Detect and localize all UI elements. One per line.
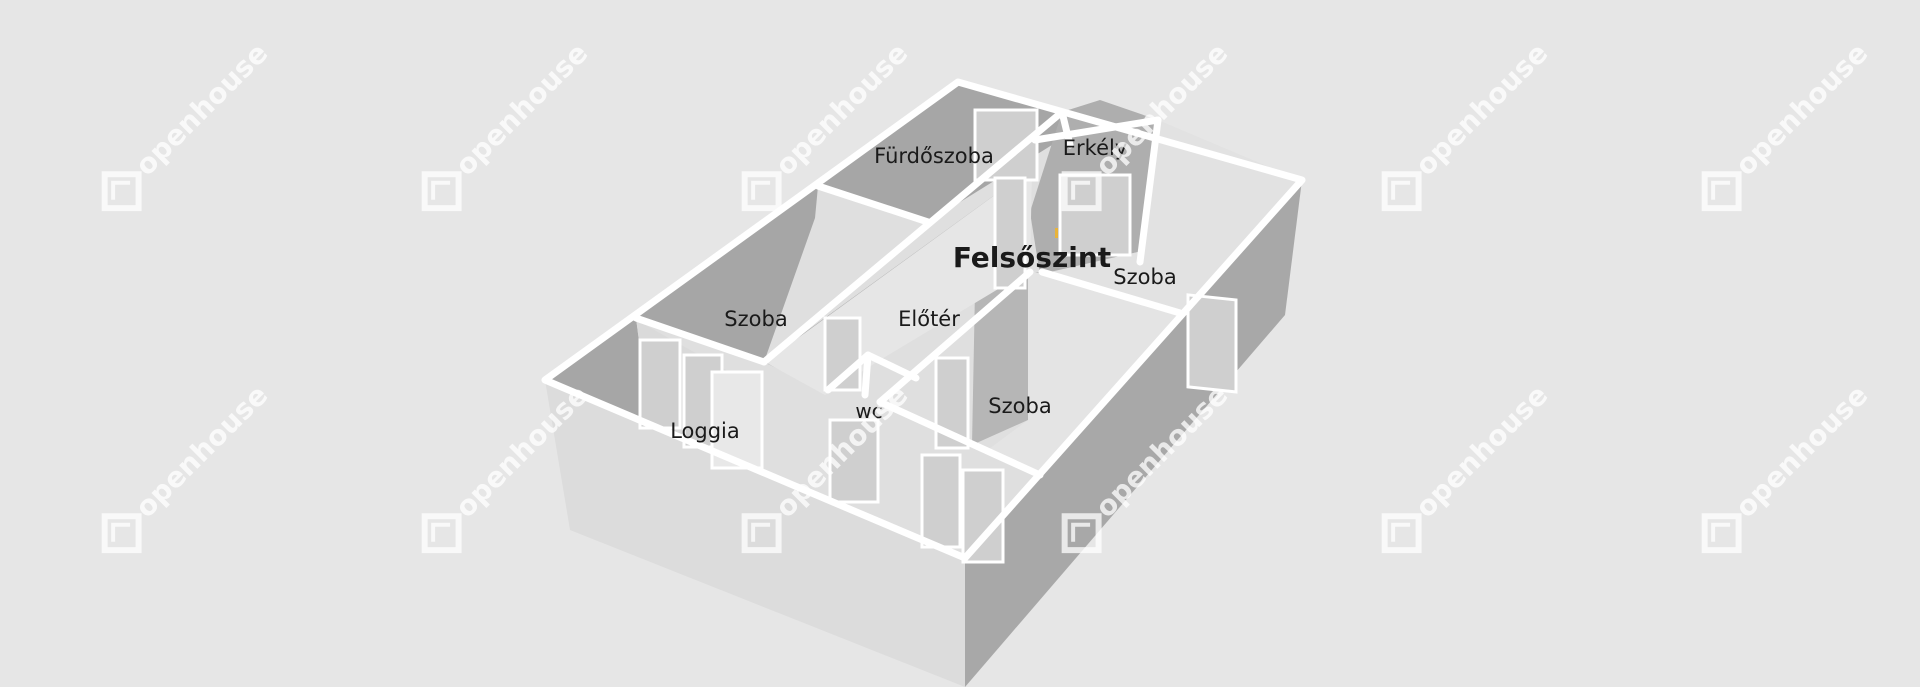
room-label-loggia: Loggia bbox=[670, 419, 740, 443]
room-label-eloter: Előtér bbox=[898, 307, 960, 331]
watermark: openhouse bbox=[408, 36, 595, 225]
wall-face-szoba-bottom bbox=[972, 272, 1042, 445]
room-label-szoba-left: Szoba bbox=[724, 307, 787, 331]
door-front-1 bbox=[920, 453, 962, 549]
door-wc bbox=[828, 418, 880, 504]
wall-face-loggia bbox=[545, 318, 650, 426]
openings bbox=[638, 108, 1238, 564]
watermark: openhouse bbox=[1688, 378, 1875, 567]
watermark-text: openhouse bbox=[1409, 36, 1555, 182]
floor-szoba-right bbox=[1050, 120, 1300, 313]
room-label-wc: wc bbox=[855, 399, 882, 423]
watermark-text: openhouse bbox=[449, 36, 595, 182]
watermark: openhouse bbox=[1368, 36, 1555, 225]
room-label-erkely: Erkély bbox=[1063, 136, 1128, 160]
room-label-szoba-right: Szoba bbox=[1113, 265, 1176, 289]
room-label-furdoszoba: Fürdőszoba bbox=[874, 144, 994, 168]
wall-face-szoba-left bbox=[636, 186, 818, 362]
watermark: openhouse bbox=[1368, 378, 1555, 567]
watermark-text: openhouse bbox=[129, 378, 275, 524]
room-label-szoba-bottom: Szoba bbox=[988, 394, 1051, 418]
watermark: openhouse bbox=[88, 36, 275, 225]
watermark-text: openhouse bbox=[129, 36, 275, 182]
door-front-2 bbox=[961, 468, 1005, 564]
watermark-text: openhouse bbox=[1409, 378, 1555, 524]
floor-szoba-bottom bbox=[985, 270, 1180, 475]
floor-title: Felsőszint bbox=[953, 241, 1111, 274]
watermark: openhouse bbox=[1688, 36, 1875, 225]
door-loggia-1 bbox=[638, 338, 682, 430]
watermark-text: openhouse bbox=[1729, 378, 1875, 524]
door-bath-corridor bbox=[993, 176, 1027, 290]
watermark: openhouse bbox=[88, 378, 275, 567]
wall-tops bbox=[541, 78, 1306, 562]
accent-mark bbox=[1055, 228, 1058, 238]
watermark-text: openhouse bbox=[1729, 36, 1875, 182]
window-szoba-right bbox=[1186, 293, 1238, 394]
